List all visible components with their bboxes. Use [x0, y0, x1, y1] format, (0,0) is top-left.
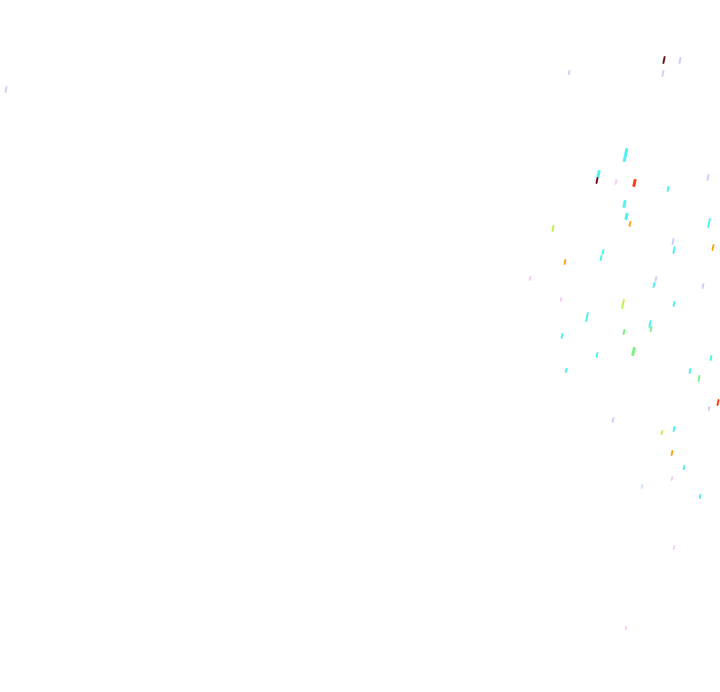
decorative-speck — [622, 199, 627, 209]
decorative-speck — [670, 475, 674, 482]
decorative-speck — [671, 237, 675, 246]
decorative-speck — [672, 300, 676, 308]
decorative-speck — [706, 217, 712, 229]
decorative-speck — [682, 464, 686, 471]
decorative-speck — [711, 243, 715, 252]
decorative-speck — [652, 281, 656, 289]
decorative-speck — [595, 176, 599, 185]
decorative-speck — [707, 405, 711, 412]
decorative-speck — [666, 185, 670, 193]
decorative-speck — [661, 69, 665, 78]
decorative-speck — [528, 275, 532, 282]
decorative-speck — [632, 178, 637, 188]
decorative-speck — [622, 328, 626, 336]
decorative-speck — [567, 69, 571, 76]
decorative-speck — [4, 85, 8, 94]
decorative-speck — [551, 224, 555, 233]
decorative-speck — [709, 354, 713, 362]
decorative-speck — [559, 296, 563, 303]
decorative-speck — [672, 544, 676, 551]
decorative-speck — [688, 367, 692, 375]
decorative-speck — [672, 245, 676, 255]
decorative-speck — [599, 254, 603, 262]
decorative-speck — [560, 332, 564, 340]
decorative-speck — [660, 429, 664, 436]
decorative-speck — [624, 625, 628, 631]
decorative-speck — [698, 493, 702, 500]
decorative-speck — [670, 449, 674, 457]
decorative-speck — [640, 483, 644, 490]
decorative-speck — [649, 325, 653, 333]
decorative-speck — [662, 55, 666, 65]
decorative-speck — [701, 282, 705, 290]
decorative-speck — [672, 425, 676, 433]
decorative-speck — [611, 416, 615, 424]
decorative-speck — [614, 178, 618, 186]
decorative-speck — [620, 298, 626, 310]
decorative-speck — [564, 367, 568, 374]
decorative-speck — [595, 351, 599, 359]
decorative-speck — [706, 173, 710, 182]
decorative-speck — [678, 56, 682, 65]
decorative-speck — [622, 147, 629, 163]
decorative-speck — [716, 398, 720, 407]
decorative-speck — [584, 311, 590, 323]
decorative-speck — [563, 258, 567, 266]
decorative-speck — [624, 212, 629, 221]
decorative-speck — [631, 346, 636, 357]
decorative-speck — [628, 220, 632, 228]
decorative-speck — [697, 374, 701, 383]
